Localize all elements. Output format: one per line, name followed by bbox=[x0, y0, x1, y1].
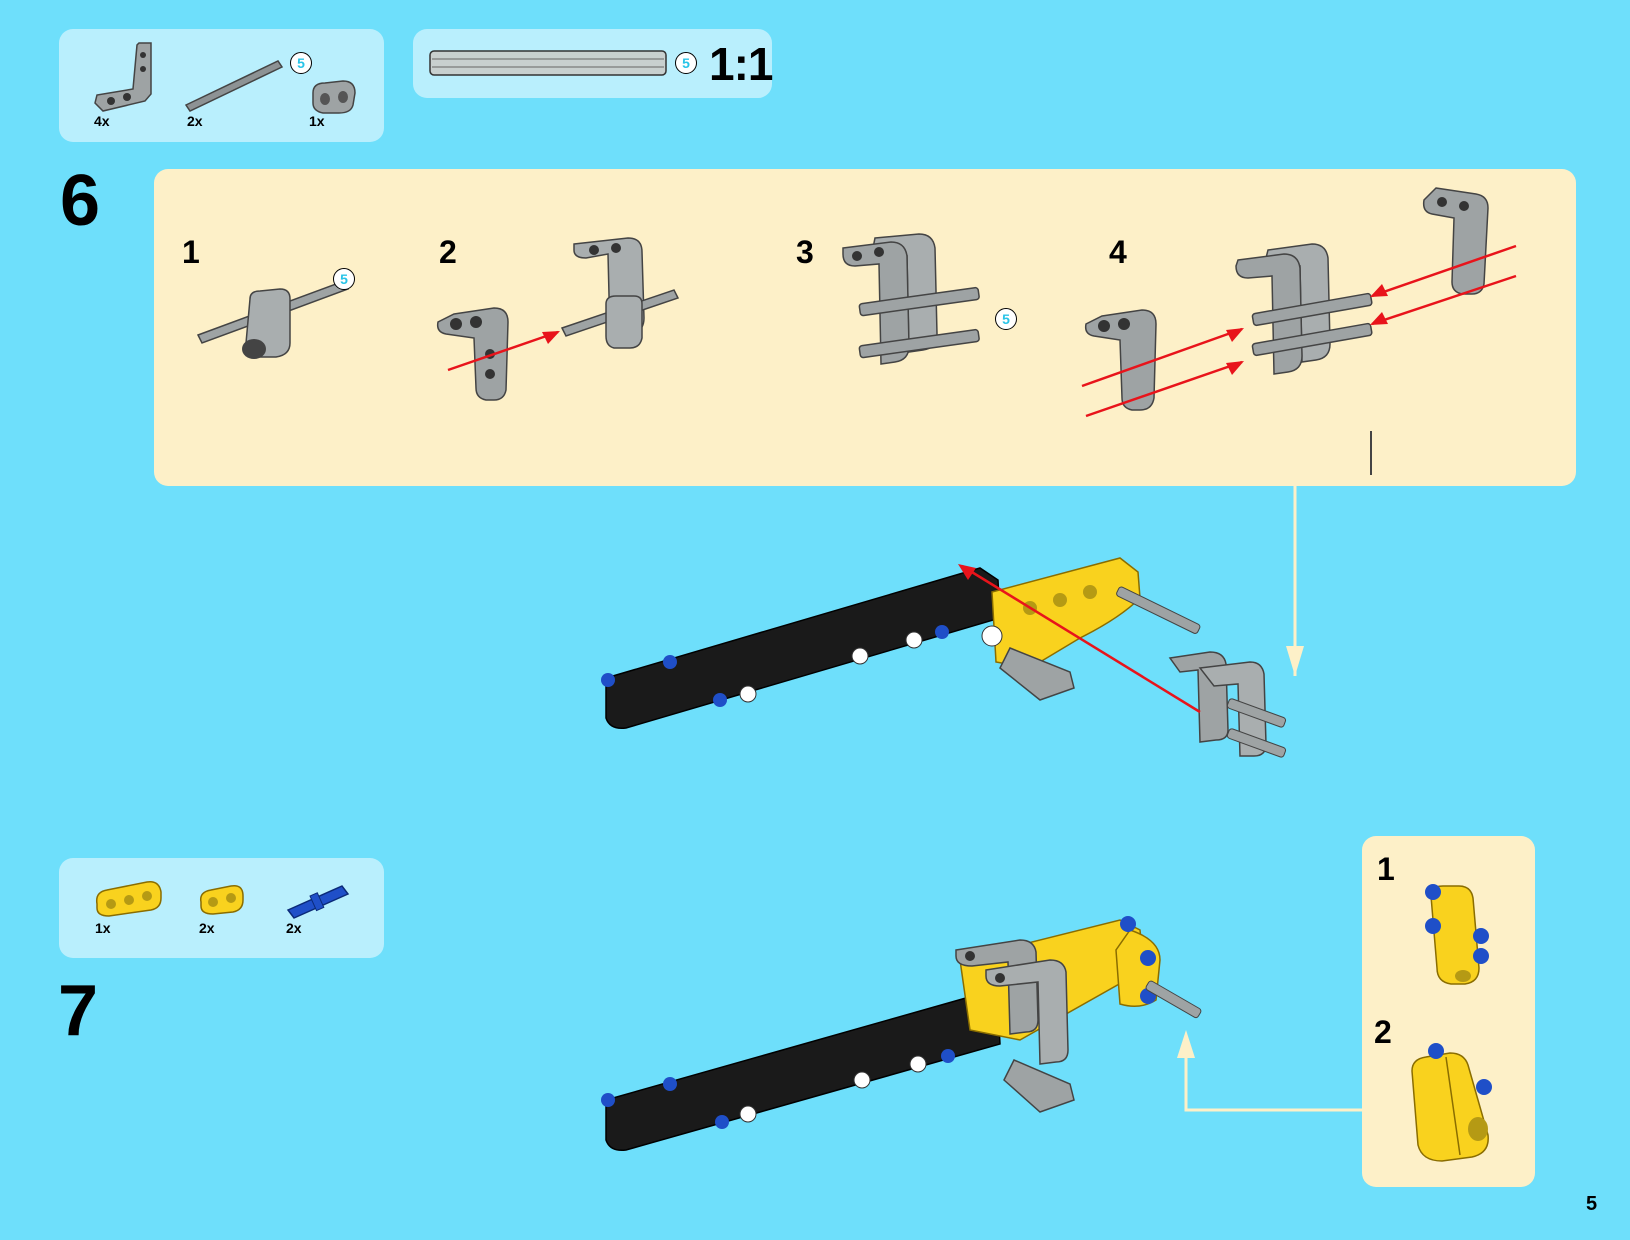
step7-callout-arrow bbox=[1177, 1030, 1362, 1112]
step6-substep-panel: 1 2 3 4 5 5 bbox=[154, 169, 1576, 486]
substep4-red-arrow-right-2 bbox=[1371, 274, 1517, 326]
yellow-beam-3-icon bbox=[95, 880, 162, 917]
step7-parts-panel: 1x 2x 2x bbox=[59, 858, 384, 958]
ruler-panel: 5 1:1 bbox=[413, 29, 773, 98]
step7-substep-1-number: 1 bbox=[1377, 851, 1395, 887]
substep4-red-arrow-left-2 bbox=[1085, 360, 1243, 418]
gray-l-beam-icon bbox=[94, 42, 152, 112]
step6-red-arrow bbox=[961, 564, 1201, 714]
ruler-scale-label: 1:1 bbox=[709, 38, 773, 90]
substep2-assembly-illustration bbox=[436, 237, 680, 401]
step7-number: 7 bbox=[58, 971, 99, 1051]
substep2-red-arrow bbox=[447, 330, 559, 372]
substep1-assembly-illustration bbox=[196, 280, 350, 359]
blue-pin-icon bbox=[286, 885, 350, 919]
substep4-red-arrow-right-1 bbox=[1371, 244, 1517, 298]
step6-part1-qty: 4x bbox=[94, 113, 110, 129]
step7-part3-qty: 2x bbox=[286, 920, 302, 936]
ruler-length-callout: 5 bbox=[675, 52, 697, 74]
substep-3-number: 3 bbox=[796, 234, 814, 270]
step7-part2-qty: 2x bbox=[199, 920, 215, 936]
step6-number: 6 bbox=[60, 161, 101, 241]
step7-substep-panel: 1 2 bbox=[1362, 836, 1535, 1187]
substep-1-number: 1 bbox=[182, 234, 200, 270]
gray-connector-icon bbox=[312, 80, 356, 114]
substep3-length-callout: 5 bbox=[995, 308, 1017, 330]
page-number: 5 bbox=[1586, 1193, 1598, 1215]
yellow-beam-2-icon bbox=[199, 884, 244, 915]
step6-part2-qty: 2x bbox=[187, 113, 203, 129]
substep4-red-arrow-left-1 bbox=[1081, 327, 1243, 388]
step6-part3-qty: 1x bbox=[309, 113, 325, 129]
substep1-length-callout: 5 bbox=[333, 268, 355, 290]
ruler-axle-icon bbox=[429, 50, 667, 76]
step6-parts-panel: 4x 5 2x 1x bbox=[59, 29, 384, 142]
substep4-assembly-illustration bbox=[1081, 187, 1517, 418]
substep-4-number: 4 bbox=[1109, 234, 1127, 270]
gray-axle-5-icon bbox=[184, 60, 284, 112]
step6-main-assembly-illustration bbox=[601, 557, 1287, 758]
axle-length-callout: 5 bbox=[290, 52, 312, 74]
step7-main-assembly-illustration bbox=[601, 916, 1202, 1152]
step6-callout-arrow bbox=[1286, 486, 1304, 676]
substep3-assembly-illustration bbox=[842, 233, 980, 365]
step7-substep2-illustration bbox=[1411, 1043, 1492, 1162]
step7-part1-qty: 1x bbox=[95, 920, 111, 936]
step7-substep1-illustration bbox=[1425, 884, 1489, 985]
divider-tick bbox=[1370, 431, 1372, 475]
step7-substep-2-number: 2 bbox=[1374, 1014, 1392, 1050]
substep-2-number: 2 bbox=[439, 234, 457, 270]
